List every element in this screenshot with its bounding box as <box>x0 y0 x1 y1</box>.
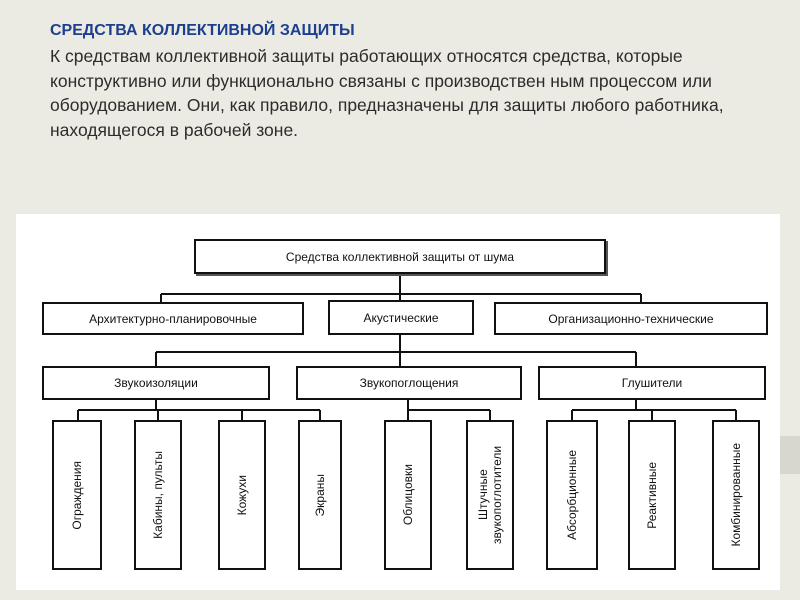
category-acoustic: Акустические <box>328 300 474 335</box>
leaf-piece-absorbers: Штучные звукопоглотители <box>466 420 514 570</box>
group-label: Звукоизоляции <box>114 376 198 390</box>
leaf-label: Ограждения <box>70 460 84 530</box>
leaf-absorption: Абсорбционные <box>546 420 598 570</box>
group-label: Звукопоглощения <box>359 376 459 390</box>
slide-heading: СРЕДСТВА КОЛЛЕКТИВНОЙ ЗАЩИТЫ <box>50 22 355 39</box>
category-architectural: Архитектурно-планировочные <box>42 302 304 335</box>
leaf-label: Реактивные <box>645 461 659 529</box>
intro-paragraph: К средствам коллективной защиты работающ… <box>50 46 724 140</box>
group-mufflers: Глушители <box>538 366 766 400</box>
noise-protection-diagram: Средства коллективной защиты от шума Арх… <box>16 214 780 590</box>
leaf-enclosures: Ограждения <box>52 420 102 570</box>
category-label: Акустические <box>363 310 439 325</box>
category-label: Архитектурно-планировочные <box>89 311 257 326</box>
leaf-screens: Экраны <box>298 420 342 570</box>
root-label: Средства коллективной защиты от шума <box>285 249 515 264</box>
leaf-cabins-panels: Кабины, пульты <box>134 420 182 570</box>
category-label: Организационно-технические <box>548 311 714 326</box>
group-label: Глушители <box>621 376 683 390</box>
leaf-casings: Кожухи <box>218 420 266 570</box>
leaf-label: Кабины, пульты <box>151 451 165 539</box>
connector-lines <box>77 274 737 420</box>
group-sound-insulation: Звукоизоляции <box>42 366 270 400</box>
leaf-label: Абсорбционные <box>565 450 579 540</box>
edge-tab <box>780 436 800 474</box>
root-box: Средства коллективной защиты от шума <box>194 239 606 274</box>
leaf-label: Кожухи <box>235 474 249 516</box>
leaf-reactive: Реактивные <box>628 420 676 570</box>
leaf-linings: Облицовки <box>384 420 432 570</box>
category-organizational: Организационно-технические <box>494 302 768 335</box>
leaf-label: Облицовки <box>401 464 415 526</box>
leaf-label: Штучные звукопоглотители <box>476 445 504 545</box>
leaf-label: Экраны <box>313 473 327 517</box>
group-sound-absorption: Звукопоглощения <box>296 366 522 400</box>
leaf-label: Комбинированные <box>729 443 743 547</box>
leaf-combined: Комбинированные <box>712 420 760 570</box>
